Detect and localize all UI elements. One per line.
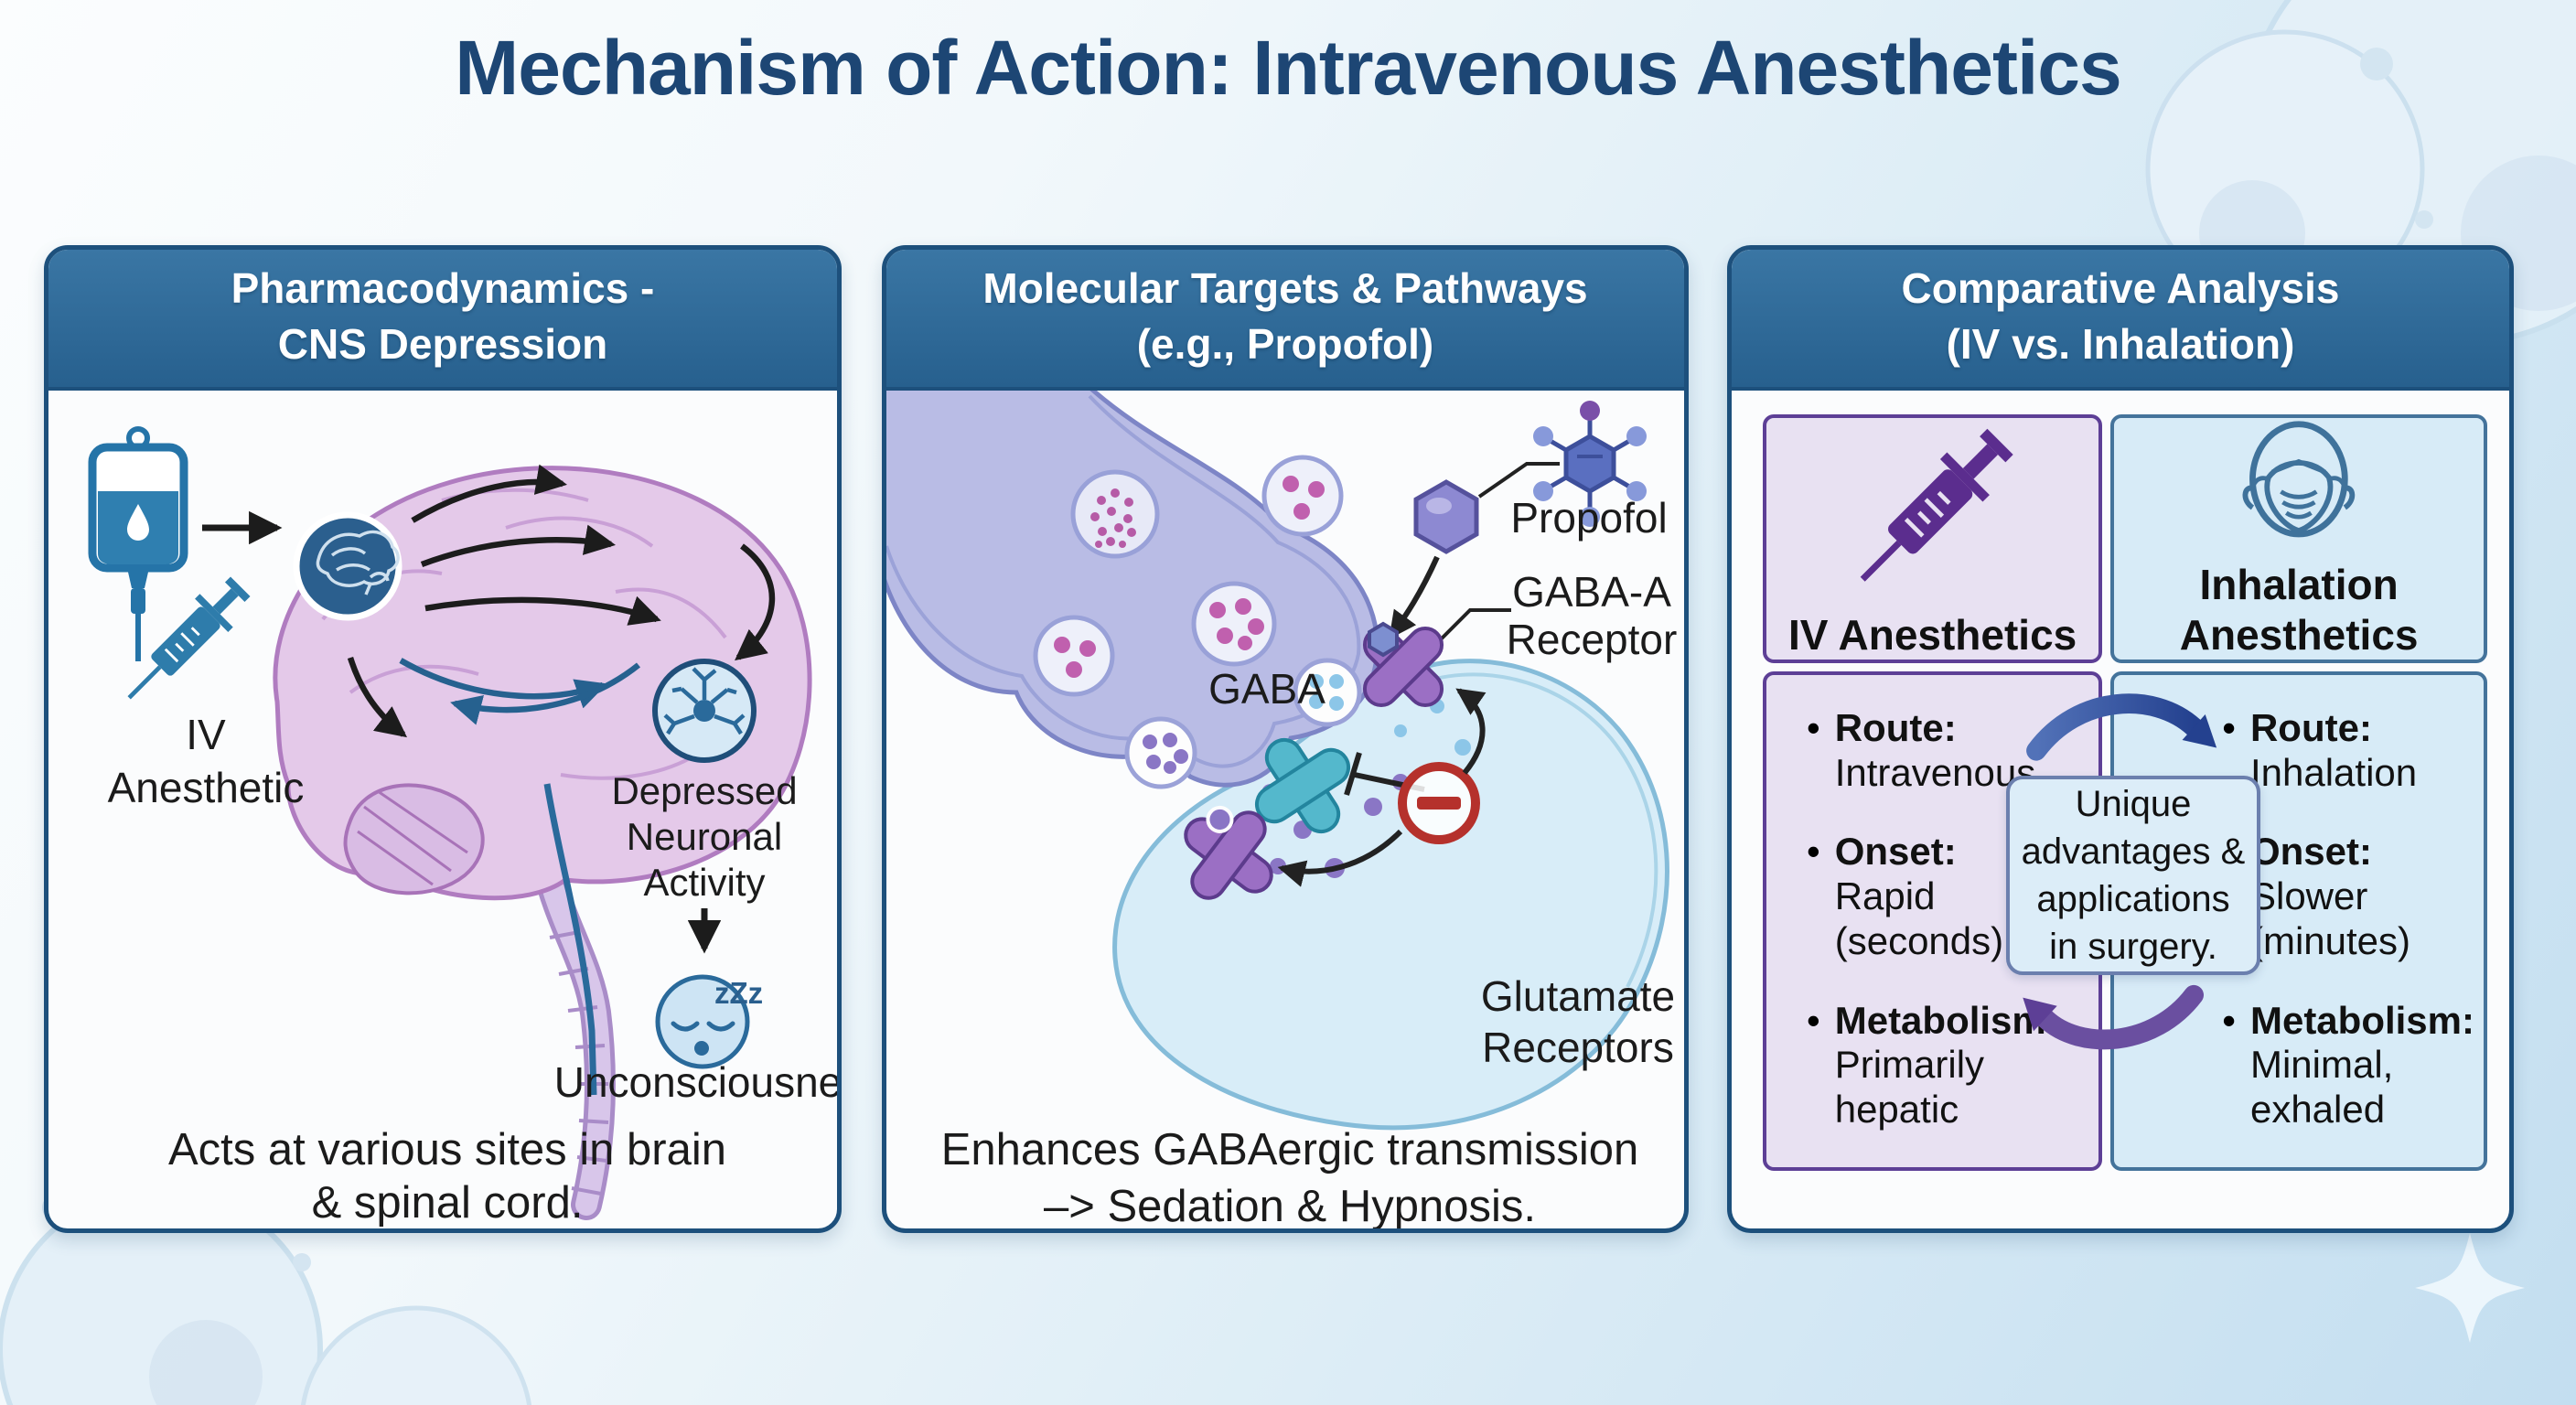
panel-molecular-targets: Molecular Targets & Pathways (e.g., Prop… — [882, 245, 1689, 1233]
note-line: in surgery. — [2049, 927, 2217, 967]
panel-header-line: (IV vs. Inhalation) — [1946, 319, 2295, 368]
bullet-value: (minutes) — [2249, 918, 2411, 962]
sparkle-icon — [2415, 1233, 2525, 1343]
cns-depression-illustration: IV Anesthetic Depressed Neuronal Activit… — [88, 426, 837, 1228]
presynaptic-terminal — [886, 391, 1380, 789]
syringe-icon — [127, 576, 251, 700]
panel-comparative-analysis: Comparative Analysis (IV vs. Inhalation) — [1727, 245, 2514, 1233]
bullet-value: Rapid — [1834, 874, 1936, 918]
panel-comparative-analysis-body: IV Anesthetics Inhalation Anesthetics — [1732, 391, 2509, 1228]
bullet-value: (seconds) — [1834, 918, 2004, 962]
panel-pharmacodynamics: Pharmacodynamics - CNS Depression — [44, 245, 842, 1233]
gaba-a-receptor-label: Receptor — [1507, 616, 1678, 663]
panel-header-line: (e.g., Propofol) — [1136, 319, 1434, 368]
center-note: Unique advantages & applications in surg… — [2006, 776, 2260, 975]
iv-bag-icon — [88, 426, 188, 661]
arrow-to-receptor — [1277, 829, 1403, 887]
bullet-key: Route: — [1834, 706, 1957, 749]
bullet-dot: • — [1807, 830, 1820, 874]
gaba-label: GABA — [1208, 665, 1326, 713]
inhalation-anesthetics-header-cell: Inhalation Anesthetics — [2110, 414, 2487, 663]
iv-anesthetics-details-cell: • Route: Intravenous • Onset: Rapid (sec… — [1763, 671, 2103, 1171]
synapse-illustration: GABA Propofol — [886, 391, 1678, 1228]
propofol-hexagon-icon — [1413, 479, 1479, 554]
panel-header-line: CNS Depression — [277, 319, 608, 368]
bullet-dot: • — [1807, 998, 1820, 1042]
bullet-value: Primarily — [1834, 1043, 1985, 1087]
bullet-dot: • — [2222, 706, 2236, 749]
panel-caption: –> Sedation & Hypnosis. — [1044, 1182, 1536, 1228]
bullet-key: Metabolism: — [1834, 998, 2059, 1042]
bullet-value: hepatic — [1834, 1088, 1959, 1132]
arrow-to-receptor — [1455, 688, 1487, 775]
gaba-a-receptor-label: GABA-A — [1512, 568, 1671, 616]
arrow-propofol-to-receptor — [1389, 555, 1440, 639]
note-line: advantages & — [2021, 831, 2246, 872]
bullet-key: Onset: — [1834, 830, 1957, 874]
iv-anesthetics-title: IV Anesthetics — [1787, 610, 2077, 659]
signal-arrows — [347, 464, 776, 738]
page-title: Mechanism of Action: Intravenous Anesthe… — [455, 25, 2121, 111]
note-line: applications — [2036, 879, 2230, 919]
bullet-dot: • — [2222, 998, 2236, 1042]
bullet-key: Metabolism: — [2249, 998, 2474, 1042]
sleeping-face-icon: zZz — [655, 974, 763, 1069]
title-line: Anesthetics — [2179, 610, 2419, 659]
depressed-activity-label: Activity — [643, 861, 765, 904]
propofol-molecule-icon — [1533, 401, 1647, 527]
panel-caption: & spinal cord. — [312, 1178, 584, 1228]
iv-anesthetic-label: IV — [186, 711, 226, 758]
panel-caption: Acts at various sites in brain — [168, 1125, 726, 1174]
bullet-value: Slower — [2249, 874, 2368, 918]
bullet-route: • Route: Inhalation — [2222, 706, 2474, 795]
bullet-key: Onset: — [2249, 830, 2372, 874]
propofol-label: Propofol — [1510, 494, 1667, 542]
bullet-metabolism: • Metabolism: Minimal, exhaled — [2222, 999, 2474, 1132]
panel-comparative-analysis-header: Comparative Analysis (IV vs. Inhalation) — [1732, 250, 2509, 391]
iv-anesthetic-label: Anesthetic — [108, 764, 305, 811]
depressed-activity-label: Neuronal — [627, 815, 782, 858]
syringe-icon — [1860, 428, 2013, 582]
panel-molecular-targets-header: Molecular Targets & Pathways (e.g., Prop… — [886, 250, 1684, 391]
panel-header-line: Comparative Analysis — [1901, 264, 2340, 312]
bullet-dot: • — [1807, 706, 1820, 749]
glutamate-receptors-label: Glutamate — [1481, 972, 1675, 1020]
panel-pharmacodynamics-header: Pharmacodynamics - CNS Depression — [48, 250, 837, 391]
panel-caption: Enhances GABAergic transmission — [941, 1125, 1639, 1174]
glutamate-receptors-label: Receptors — [1482, 1024, 1674, 1071]
bullet-value: Inhalation — [2249, 750, 2418, 794]
note-line: Unique — [2075, 784, 2192, 824]
bullet-value: Intravenous — [1834, 750, 2036, 794]
comparison-table: IV Anesthetics Inhalation Anesthetics — [1763, 414, 2487, 1171]
iv-anesthetics-header-cell: IV Anesthetics — [1763, 414, 2103, 663]
bullet-value: exhaled — [2249, 1088, 2386, 1132]
gaba-a-receptor-icon — [1362, 621, 1444, 708]
synaptic-vesicles — [1033, 455, 1362, 789]
panel-pharmacodynamics-body: IV Anesthetic Depressed Neuronal Activit… — [48, 391, 837, 1228]
inhibition-t-bar — [1344, 752, 1362, 796]
bullet-onset: • Onset: Rapid (seconds) — [1807, 830, 2089, 963]
bullet-value: Minimal, — [2249, 1043, 2394, 1087]
brain-inset-icon — [293, 511, 402, 621]
depressed-activity-label: Depressed — [611, 769, 797, 812]
zzz-label: zZz — [714, 976, 763, 1010]
inhibition-sign-icon — [1398, 762, 1480, 844]
bullet-key: Route: — [2249, 706, 2372, 749]
panel-header-line: Pharmacodynamics - — [231, 264, 655, 312]
pointer-line — [1477, 462, 1560, 499]
panel-header-line: Molecular Targets & Pathways — [982, 264, 1588, 312]
inhalation-anesthetics-title: Inhalation Anesthetics — [2180, 560, 2419, 660]
panel-molecular-targets-body: GABA Propofol — [886, 391, 1684, 1228]
glutamate-receptor-icon — [1254, 737, 1351, 834]
gaba-a-receptor-icon — [1184, 805, 1273, 900]
bullet-metabolism: • Metabolism: Primarily hepatic — [1807, 999, 2089, 1132]
mask-icon — [2242, 421, 2356, 538]
neuron-icon — [652, 659, 757, 763]
title-line: Inhalation — [2199, 561, 2399, 609]
bullet-route: • Route: Intravenous — [1807, 706, 2089, 795]
unconsciousness-label: Unconsciousness — [554, 1058, 837, 1106]
